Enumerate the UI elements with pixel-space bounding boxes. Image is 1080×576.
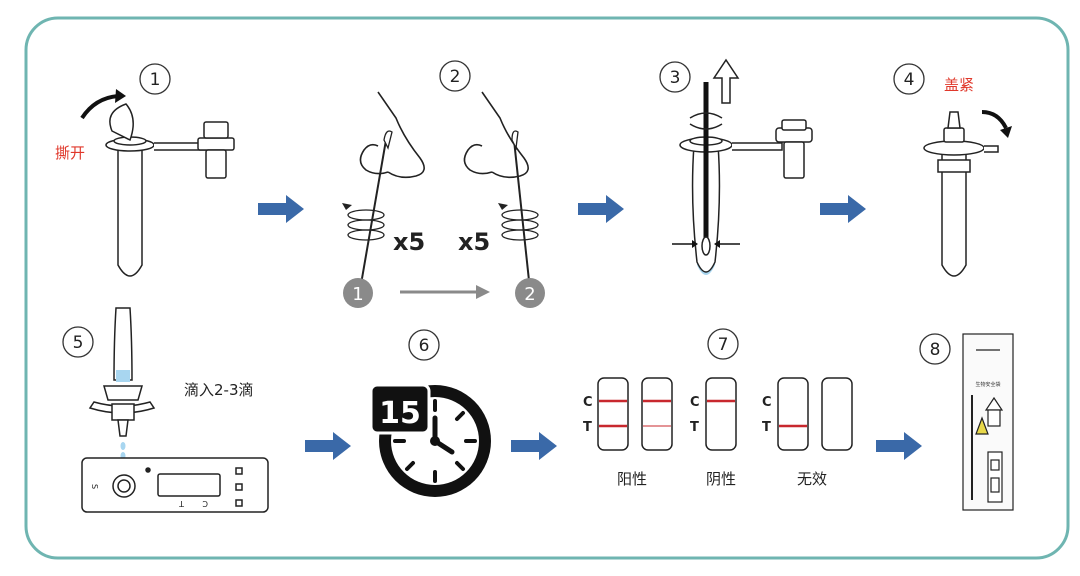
step-2-number: 2	[439, 60, 471, 92]
step-4-capped-tube	[923, 110, 1012, 277]
twist-arrow-icon	[80, 94, 119, 120]
step-5-label: 滴入2-3滴	[184, 381, 254, 399]
flow-arrow-icon	[820, 195, 866, 223]
step-5-number: 5	[62, 326, 94, 358]
test-cassette	[81, 457, 269, 513]
flow-arrow-icon	[305, 432, 351, 460]
step-8-number: 8	[919, 333, 951, 365]
cassette-t-mark: T	[179, 499, 185, 508]
result-positive-label: 阳性	[617, 470, 647, 488]
control-line-label: C	[762, 395, 772, 410]
step-2-swab-right: 2 x5	[458, 130, 545, 308]
timer-icon	[369, 383, 491, 497]
test-line-label: T	[762, 420, 771, 435]
svg-text:7: 7	[718, 335, 729, 355]
result-strip-invalid	[777, 377, 853, 451]
disposal-bag-text: 生物安全袋	[975, 381, 1000, 388]
step-2-swab-left: 1 x5	[342, 130, 425, 308]
step-7-number: 7	[707, 328, 739, 360]
svg-text:5: 5	[73, 333, 84, 353]
cassette-c-mark: C	[202, 499, 208, 508]
step-5-dropper-tube	[88, 307, 156, 437]
control-line-label: C	[690, 395, 700, 410]
step-1-extraction-tube	[80, 89, 235, 277]
pull-up-arrow-icon	[712, 58, 740, 104]
test-line-label: T	[583, 420, 592, 435]
rotation-count-right: x5	[458, 228, 490, 256]
svg-text:3: 3	[670, 68, 681, 88]
svg-text:2: 2	[450, 67, 461, 87]
rotation-coil-icon	[347, 209, 385, 241]
step-1-label: 撕开	[55, 144, 85, 162]
control-line-label: C	[583, 395, 593, 410]
step-6-number: 6	[408, 329, 440, 361]
rotation-coil-icon	[501, 209, 539, 241]
biohazard-disposal-bag	[962, 333, 1014, 511]
step-1-number: 1	[139, 63, 171, 95]
step-4-number: 4	[893, 63, 925, 95]
svg-text:8: 8	[930, 340, 941, 360]
svg-text:1: 1	[150, 70, 161, 90]
result-strip-negative	[705, 377, 737, 451]
test-line-label: T	[690, 420, 699, 435]
nostril-1-label: 1	[352, 284, 363, 305]
nostril-sequence-arrow-icon	[400, 285, 490, 299]
nostril-2-label: 2	[524, 284, 535, 305]
twist-arrow-icon	[981, 110, 1008, 129]
timer-minutes: 15	[379, 396, 421, 431]
flow-arrow-icon	[578, 195, 624, 223]
step-2-nose-right	[463, 91, 529, 179]
result-negative-label: 阴性	[706, 470, 736, 488]
svg-text:6: 6	[419, 336, 430, 356]
svg-text:4: 4	[904, 70, 915, 90]
step-4-label: 盖紧	[944, 76, 974, 94]
result-strip-positive	[597, 377, 673, 451]
cassette-s-mark: S	[90, 484, 99, 489]
flow-arrow-icon	[511, 432, 557, 460]
step-2-nose-left	[359, 91, 425, 179]
result-invalid-label: 无效	[797, 470, 827, 488]
flow-arrow-icon	[258, 195, 304, 223]
step-3-number: 3	[659, 61, 691, 93]
flow-arrow-icon	[876, 432, 922, 460]
step-3-swab-in-tube	[672, 82, 813, 275]
diagram-frame	[24, 16, 1070, 560]
rotation-count-left: x5	[393, 228, 425, 256]
